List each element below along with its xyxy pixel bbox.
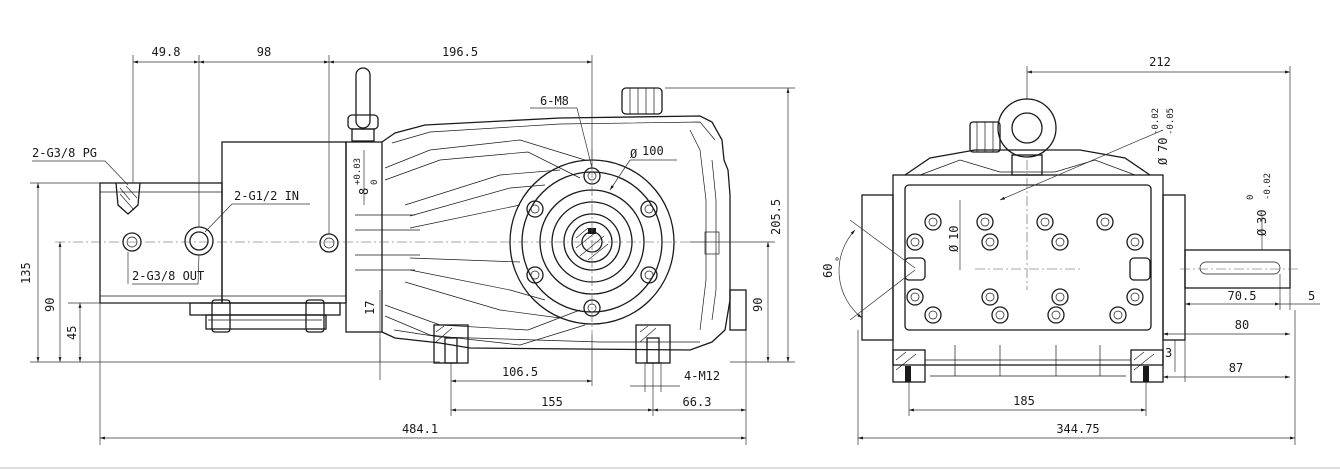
- dim-205-5: 205.5: [769, 199, 783, 235]
- side-bottom-dimensions: 185 344.75: [857, 310, 1296, 445]
- dim-70-upper: -0.02: [1151, 108, 1161, 135]
- callout-g38-pg: 2-G3/8 PG: [32, 146, 97, 160]
- dim-212: 212: [1149, 55, 1171, 69]
- dim-angle-60: 60 °: [821, 219, 916, 321]
- callout-6-m8: 6-M8: [540, 94, 569, 108]
- dim-8-lower: 0: [370, 180, 380, 185]
- dim-diameter-70: Ø 70 -0.02 -0.05: [999, 108, 1176, 201]
- dim-98: 98: [257, 45, 271, 59]
- dim-30-upper: 0: [1246, 195, 1256, 200]
- dim-70: 70: [1156, 138, 1170, 152]
- dim-30-lower: -0.02: [1263, 173, 1273, 200]
- dim-100: 100: [642, 144, 664, 158]
- port-callouts: 2-G3/8 PG 2-G1/2 IN 2-G3/8 OUT 6-M8 Ø 10…: [32, 94, 677, 285]
- crankcase: [345, 67, 747, 364]
- dim-90-left: 90: [43, 298, 57, 312]
- dim-4-m12: 4-M12: [684, 369, 720, 383]
- dim-212-group: 212: [1026, 55, 1291, 250]
- callout-g38-out: 2-G3/8 OUT: [132, 269, 204, 283]
- dim-8-tolerance: 8 +0.03 0: [353, 150, 380, 205]
- dim-87: 87: [1229, 361, 1243, 375]
- side-view: 212 Ø 70 -0.02 -0.05 Ø 30 0 -0.02 Ø 10: [821, 55, 1320, 445]
- dim-17: 17: [363, 301, 377, 315]
- right-dimensions: 205.5 90: [665, 87, 795, 363]
- dim-3: 3: [1165, 346, 1172, 360]
- dim-70-lower: -0.05: [1166, 108, 1176, 135]
- dim-10: 10: [947, 226, 961, 240]
- dim-diameter-10: Ø 10: [947, 200, 961, 270]
- dim-185: 185: [1013, 394, 1035, 408]
- degree-symbol-60: °: [835, 256, 846, 262]
- side-right-dimensions: 70.5 5 80 3 87: [1163, 274, 1320, 382]
- dim-484-1: 484.1: [402, 422, 438, 436]
- dim-90-right: 90: [751, 298, 765, 312]
- diameter-symbol-100: Ø: [630, 147, 638, 161]
- dim-diameter-30: Ø 30 0 -0.02: [1246, 173, 1273, 250]
- dim-135: 135: [19, 262, 33, 284]
- manifold-block: [99, 141, 347, 333]
- diameter-symbol-70: Ø: [1156, 157, 1170, 165]
- bearing-cover: [500, 150, 690, 335]
- top-dimensions: 49.8 98 196.5: [132, 45, 593, 234]
- dim-155: 155: [541, 395, 563, 409]
- dim-49-8: 49.8: [152, 45, 181, 59]
- dim-70-5: 70.5: [1228, 289, 1257, 303]
- side-bolts: [906, 213, 1144, 324]
- dim-8-upper: +0.03: [353, 158, 363, 185]
- dim-106-5: 106.5: [502, 365, 538, 379]
- dim-66-3: 66.3: [683, 395, 712, 409]
- left-dimensions: 135 90 45 17: [19, 182, 440, 380]
- side-body: [861, 98, 1300, 383]
- diameter-symbol-10: Ø: [947, 244, 961, 252]
- dim-80: 80: [1235, 318, 1249, 332]
- dim-344-75: 344.75: [1056, 422, 1099, 436]
- dim-8: 8: [357, 188, 371, 195]
- dim-30: 30: [1255, 210, 1269, 224]
- dim-5: 5: [1308, 289, 1315, 303]
- front-view: 49.8 98 196.5 2-G3/8 PG 2-G1/2 IN 2-G3/8…: [19, 45, 795, 445]
- callout-g12-in: 2-G1/2 IN: [234, 189, 299, 203]
- diameter-symbol-30: Ø: [1255, 228, 1269, 236]
- dim-196-5: 196.5: [442, 45, 478, 59]
- dim-60: 60: [821, 264, 835, 278]
- dim-45: 45: [65, 326, 79, 340]
- dim-diameter-100: Ø 100: [609, 144, 677, 191]
- bottom-dimensions: 106.5 4-M12 155 66.3 484.1: [99, 303, 747, 445]
